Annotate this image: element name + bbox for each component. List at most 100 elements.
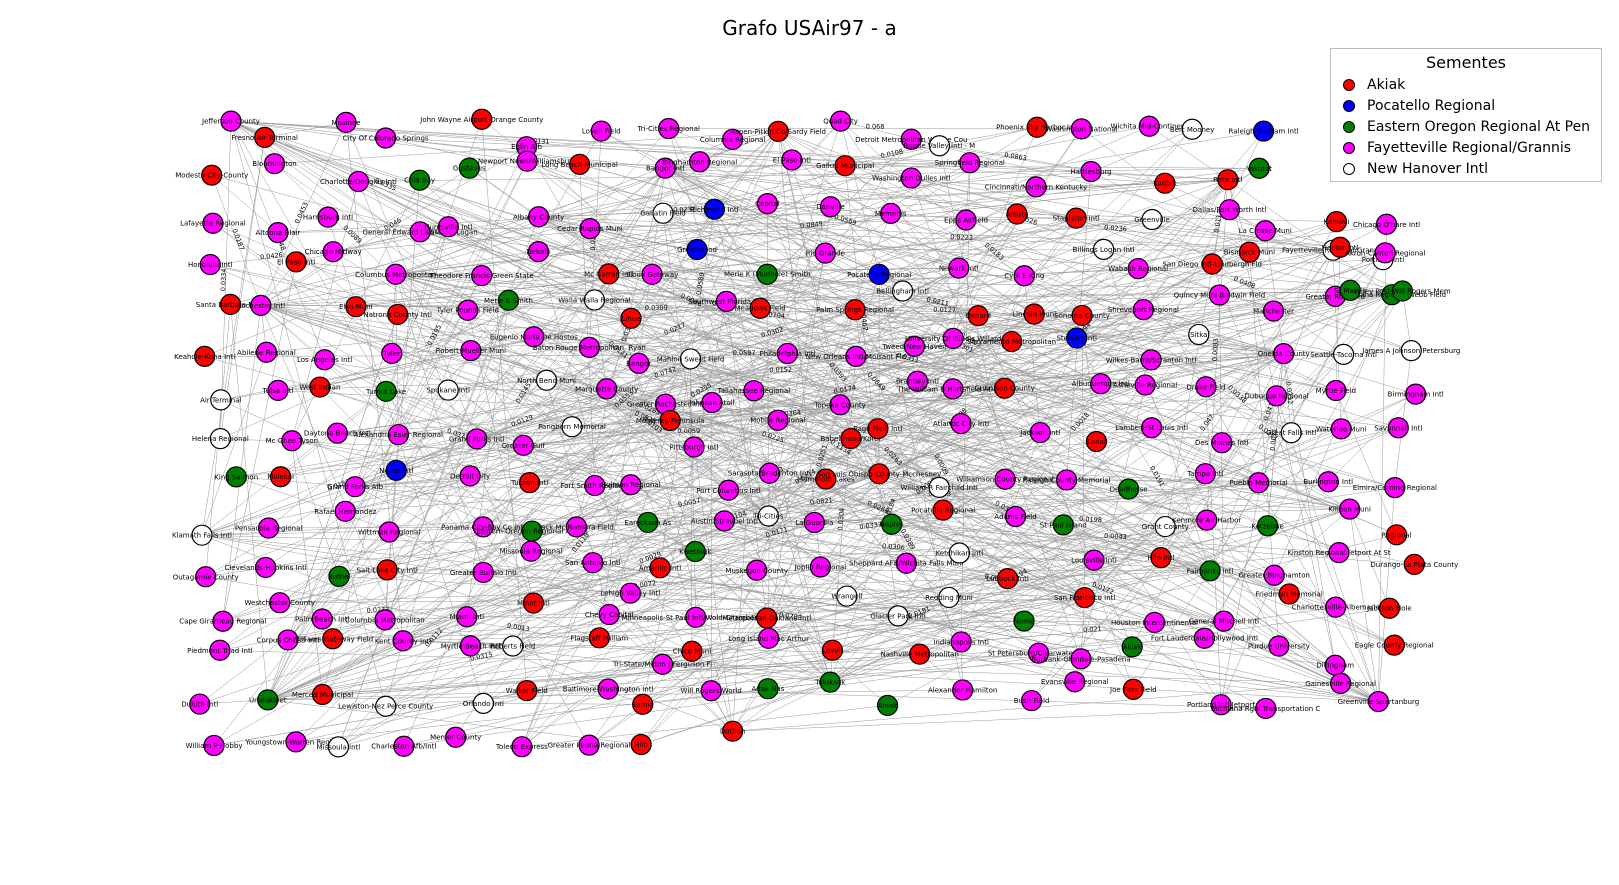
- graph-node: Hilo Intl: [1148, 547, 1174, 569]
- graph-edge: [695, 206, 831, 552]
- graph-edge: [321, 167, 666, 620]
- graph-node: Mahlon Sweet Field: [657, 348, 724, 370]
- node-circle: [569, 153, 591, 175]
- node-label: Charlotte/Douglas Intl: [320, 178, 397, 186]
- graph-edge: [767, 179, 1228, 204]
- node-circle: [385, 263, 407, 285]
- node-label: Dothan: [720, 728, 746, 736]
- node-circle: [679, 348, 702, 370]
- node-circle: [511, 736, 533, 758]
- graph-edge: [476, 438, 949, 598]
- node-circle: [565, 516, 588, 538]
- legend-label: Fayetteville Regional/Grannis: [1367, 139, 1572, 156]
- graph-edge: [662, 557, 1161, 665]
- graph-edge: [385, 391, 534, 604]
- legend-label: Akiak: [1367, 76, 1406, 93]
- node-label: La Crosse Muni: [1239, 227, 1292, 235]
- graph-edge: [395, 274, 729, 491]
- node-circle: [212, 610, 234, 632]
- graph-edge: [201, 534, 1205, 639]
- graph-node: Will Rogers World: [681, 680, 742, 702]
- node-circle: [250, 294, 272, 316]
- node-label: Waterloo Muni: [1316, 425, 1366, 433]
- graph-node: Burbank-Glendale-Pasadena: [1031, 648, 1131, 670]
- graph-edge: [213, 336, 534, 746]
- node-circle: [844, 299, 866, 321]
- graph-edge: [322, 131, 779, 695]
- graph-edge: [324, 359, 1075, 682]
- graph-edge: [668, 128, 1336, 391]
- graph-node: Akron-Canton Regional: [1345, 242, 1425, 264]
- graph-node: St Mary's: [1334, 279, 1367, 301]
- graph-node: Salt Lake City Intl: [357, 559, 418, 581]
- node-label: Epps Airfield: [944, 216, 988, 224]
- graph-edge: [205, 219, 1153, 578]
- graph-edge: [820, 294, 1393, 568]
- node-circle: [263, 153, 286, 175]
- node-circle: [955, 209, 977, 231]
- graph-edge: [1206, 179, 1229, 521]
- node-circle: [497, 289, 520, 311]
- graph-node: St Paul Island: [1040, 514, 1087, 536]
- node-circle: [967, 305, 989, 327]
- graph-edge: [845, 145, 940, 166]
- node-label: Hilo: [634, 741, 647, 749]
- node-circle: [199, 253, 221, 276]
- graph-edge: [395, 274, 468, 311]
- node-label: Gallatin Field: [640, 210, 685, 218]
- graph-node: Sioux Gateway: [626, 263, 678, 285]
- graph-node: Minot Intl: [517, 592, 550, 614]
- node-circle: [578, 734, 600, 756]
- graph-edge: [662, 570, 1211, 665]
- node-label: Wichita Mid-Continent: [1111, 123, 1189, 131]
- graph-node: Monterey Peninsula: [636, 409, 704, 432]
- graph-edge: [210, 264, 1041, 433]
- graph-node: Palm Beach Intl: [295, 608, 349, 630]
- graph-node: Dothan: [720, 720, 746, 742]
- graph-edge: [710, 428, 879, 691]
- node-circle: [409, 169, 431, 191]
- node-circle: [1208, 284, 1231, 306]
- node-circle: [1339, 279, 1361, 301]
- graph-node: Kotzebue: [1251, 515, 1284, 537]
- node-circle: [459, 635, 482, 657]
- graph-edge: [201, 534, 1379, 702]
- graph-edge: [589, 347, 1207, 521]
- graph-edge: [260, 305, 392, 354]
- node-label: John Wayne Airport-Orange County: [419, 116, 543, 124]
- graph-edge: [768, 638, 1379, 702]
- graph-edge: [469, 167, 1133, 648]
- graph-edge: [403, 273, 609, 747]
- graph-edge: [606, 388, 1064, 526]
- graph-edge: [1081, 315, 1085, 598]
- graph-node: Gainesville Regional: [1305, 672, 1376, 694]
- node-label: Gunnison County: [975, 385, 1035, 393]
- node-circle: [1195, 376, 1217, 398]
- graph-node: Raleigh County Memorial: [1023, 469, 1111, 491]
- graph-edge: [1220, 294, 1393, 705]
- graph-edge: [830, 427, 1399, 683]
- node-circle: [596, 378, 618, 400]
- graph-edge: [642, 301, 727, 705]
- graph-node: Columbia Metropolitan: [345, 609, 425, 631]
- node-circle: [1405, 383, 1427, 405]
- node-circle: [868, 463, 890, 485]
- graph-node: Elko Muni: [339, 296, 373, 318]
- graph-edge: [778, 131, 1155, 623]
- graph-node: Merle K Smith: [484, 289, 533, 311]
- node-label: Purdue University: [1248, 643, 1310, 651]
- node-label: Page Field Intl: [854, 425, 903, 433]
- graph-edge: [665, 162, 970, 169]
- graph-node: Charleston Afb/Intl: [371, 735, 436, 757]
- node-label: Billings Logan Intl: [1073, 246, 1135, 254]
- node-label: Michiana Rgnl Transportation C: [1211, 705, 1320, 713]
- node-circle: [317, 206, 339, 228]
- node-circle: [1052, 514, 1074, 536]
- graph-edge: [322, 641, 962, 695]
- edge-weight-label: 0.0072: [633, 579, 657, 590]
- graph-node: Ketchikan Intl: [936, 542, 983, 564]
- graph-edge: [608, 358, 691, 615]
- legend-item-fayetteville: Fayetteville Regional/Grannis: [1331, 137, 1601, 158]
- graph-edge: [777, 131, 841, 405]
- graph-node: Toledo Express: [495, 736, 548, 758]
